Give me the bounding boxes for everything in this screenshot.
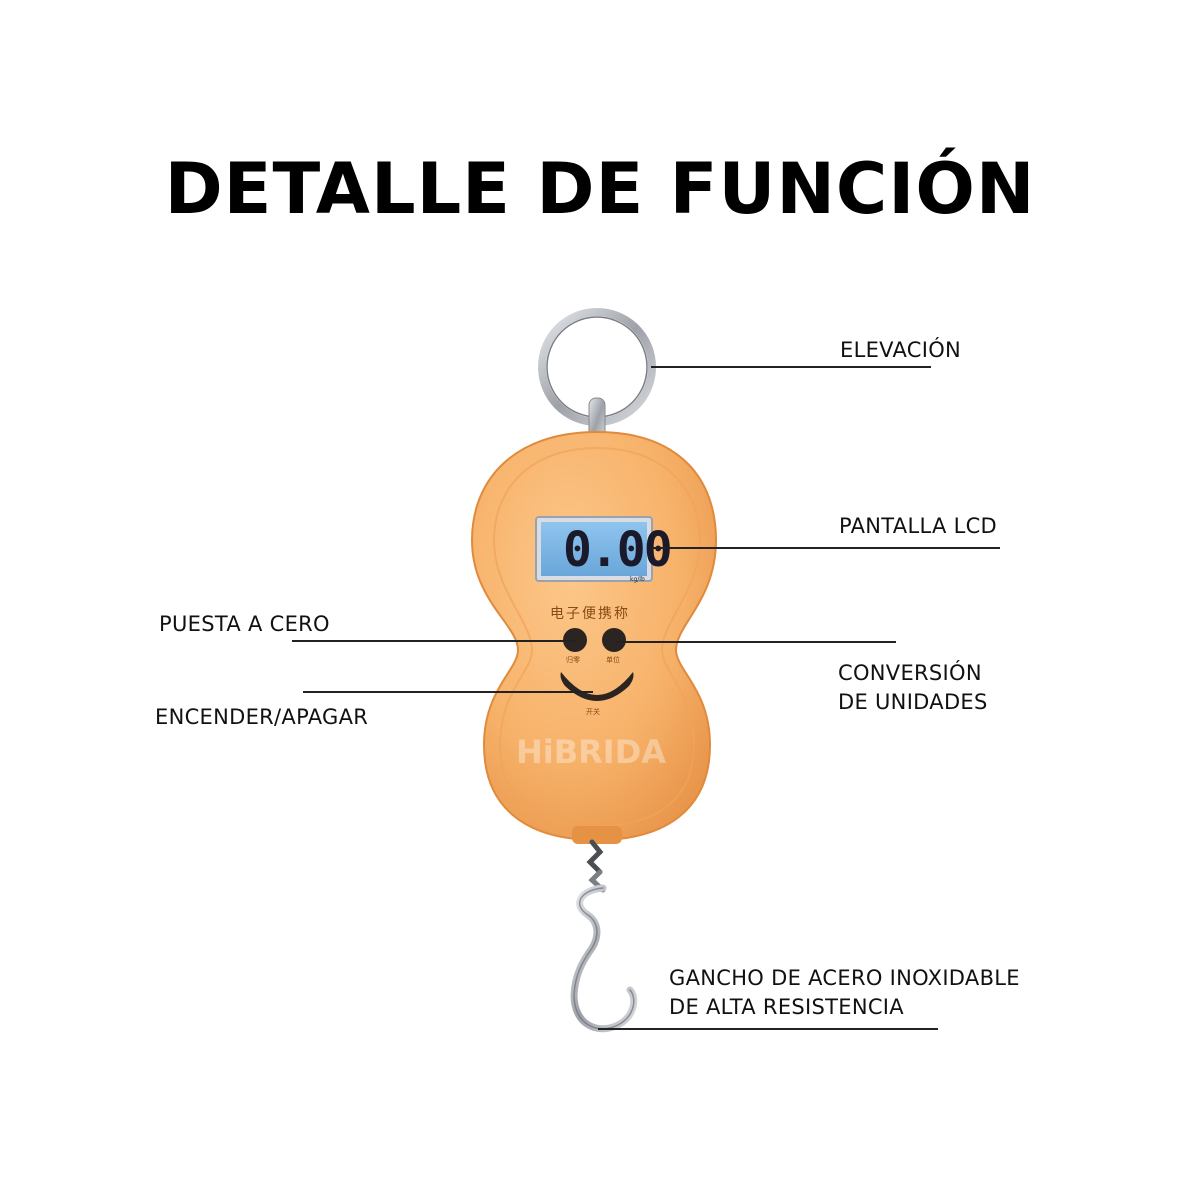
scale-body [470, 430, 718, 842]
key-ring-icon [538, 308, 656, 445]
callout-line-elevacion [651, 366, 931, 368]
callout-line-encender [303, 691, 593, 693]
buttons: 归零 单位 开关 [560, 628, 634, 716]
label-gancho-line2: DE ALTA RESISTENCIA [669, 995, 904, 1019]
watermark-logo: HiBRIDA [516, 733, 667, 771]
callout-line-puesta [292, 640, 576, 642]
label-conversion-line2: DE UNIDADES [838, 690, 988, 714]
label-gancho-line1: GANCHO DE ACERO INOXIDABLE [669, 966, 1020, 990]
label-elevacion: ELEVACIÓN [840, 338, 962, 362]
callout-line-pantalla [650, 547, 1000, 549]
svg-text:单位: 单位 [606, 655, 620, 664]
label-pantalla-lcd: PANTALLA LCD [839, 514, 998, 538]
svg-text:归零: 归零 [566, 655, 580, 664]
device-caption: 电子便携称 [550, 606, 630, 622]
label-conversion-line1: CONVERSIÓN [838, 661, 982, 685]
svg-text:kg/lb: kg/lb [630, 576, 645, 583]
lcd-reading: 0.00 [563, 522, 673, 578]
label-encender-apagar: ENCENDER/APAGAR [155, 705, 369, 729]
callout-line-conversion [616, 641, 896, 643]
callout-line-gancho [598, 1028, 938, 1030]
label-puesta-a-cero: PUESTA A CERO [159, 612, 330, 636]
lcd-screen: kg/lb [535, 516, 653, 583]
page-title: DETALLE DE FUNCIÓN [164, 148, 1036, 230]
svg-text:开关: 开关 [586, 707, 600, 716]
steel-hook-icon [570, 826, 638, 1033]
